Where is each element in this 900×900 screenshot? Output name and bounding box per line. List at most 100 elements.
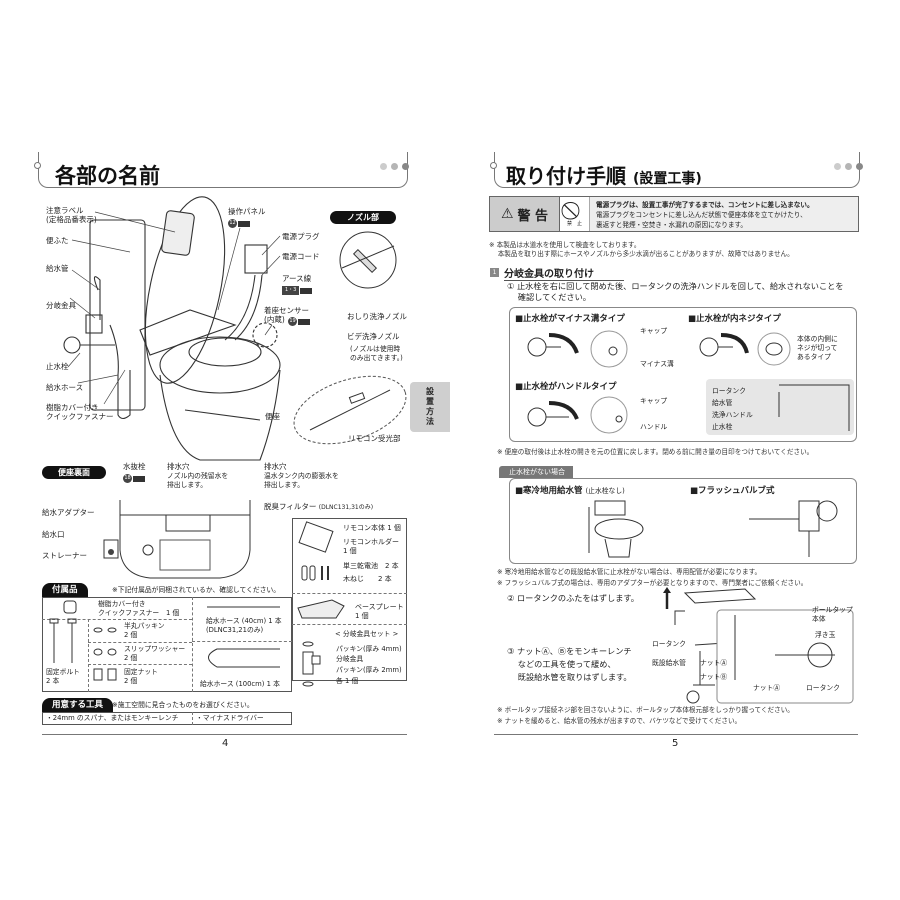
divider [292,624,407,625]
acc-fixing-nut: 固定ナット 2 個 [124,668,158,685]
type-inner-thread-title: ■止水栓が内ネジタイプ [688,314,781,324]
section-number-badge: 1 [490,268,499,277]
step3-label-nut-a: ナットⒶ [700,659,728,667]
divider [42,619,192,620]
label-water-inlet: 給水口 [42,530,65,539]
page-title: 各部の名前 [55,164,160,188]
final-note-2: ※ ナットを緩めると、給水管の残水が出ますので、バケツなどで受けてください。 [497,717,742,725]
tools-table [42,712,292,725]
no-valve-note-2: ※ フラッシュバルブ式の場合は、専用のアダプターが必要となりますので、専門業者に… [497,579,808,587]
page-number: 4 [222,738,229,749]
type-slotted-title: ■止水栓がマイナス溝タイプ [515,314,625,324]
tools-title: 用意する工具 [42,698,114,712]
branch-item-packing-2: パッキン(厚み 2mm) [336,666,402,674]
label-remote-receiver: リモコン受光部 [348,434,401,443]
acc-slip-washer: スリップワッシャー 2 個 [124,645,186,662]
tank-label-supply-pipe: 給水管 [712,399,733,407]
remote-item-screws: 木ねじ 2 本 [343,575,392,583]
label-drain-plug: 水抜栓 [123,462,146,471]
detail-label-float: 浮き玉 [815,631,836,639]
label-control-panel: 操作パネル [228,207,266,216]
label-seat: 便座 [265,412,280,421]
title-frame [38,152,408,188]
cold-region-title: ■寒冷地用給水管 (止水栓なし) [515,486,625,496]
remote-illustration [298,521,334,581]
acc-hose-40: 給水ホース (40cm) 1 本 (DLNC31,21のみ) [206,617,282,634]
page-number: 5 [672,738,679,749]
accessory-icons [49,600,280,681]
underside-section-title: 便座裏面 [42,466,106,479]
no-valve-tab: 止水栓がない場合 [499,466,573,478]
branch-item-count: 各 1 個 [336,677,359,685]
no-valve-note-1: ※ 寒冷地用給水管などの既設給水管に止水栓がない場合は、専用配管が必要になります… [497,568,762,576]
tool-screwdriver: ・マイナスドライバー [196,714,264,722]
step-3: ③ ナットⒶ、Ⓑをモンキーレンチ などの工具を使って緩め、 既設給水管を取りはず… [507,646,632,682]
label-water-adapter: 給水アダプター [42,508,95,517]
accessories-title: 付属品 [42,583,88,597]
label-power-cord: 電源コード [282,252,320,261]
warning-box: ⚠警 告 ⃠禁 止 電源プラグは、設置工事が完了するまでは、コンセントに差し込ま… [489,196,859,232]
flush-valve-title: ■フラッシュバルブ式 [690,486,775,496]
divider [88,664,192,665]
branch-item-packing-4: パッキン(厚み 4mm) [336,645,402,653]
title-ring-icon [490,162,497,169]
underside-illustration [103,500,251,579]
label-quick-fastener: 樹脂カバー付き クイックファスナー [46,403,114,421]
branch-set-title: < 分岐金具セット > [335,630,399,638]
inspection-notice: ※ 本製品は水道水を使用して検査をしております。 本製品を取り出す際にホースやノ… [489,241,794,258]
detail-label-nut-a: ナットⒶ [753,684,781,692]
base-plate-illustration [297,599,345,619]
left-page: 各部の名前 [34,152,450,749]
tank-removal-illustration [663,587,854,704]
type-handle-title: ■止水栓がハンドルタイプ [515,382,617,392]
label-drain-hole-1: 排水穴 [167,462,190,471]
header-dots-icon [380,163,409,170]
label-inner-thread-desc: 本体の内側に ネジが切って あるタイプ [797,335,838,361]
accessories-table [42,597,292,692]
title-frame [494,152,860,188]
step3-label-existing-pipe: 既設給水管 [652,659,686,667]
step3-label-nut-b: ナットⒷ [700,673,728,681]
title-ring-icon [34,162,41,169]
valve-types-box [509,307,857,442]
branch-fitting-illustration [302,641,321,687]
remote-item-batteries: 単三乾電池 2 本 [343,562,399,570]
final-note-1: ※ ボールタップ接続ネジ部を回さないように、ボールタップ本体根元部をしっかり握っ… [497,706,794,714]
branch-item-fitting: 分岐金具 [336,655,364,663]
accessories-note: ※下記付属品が同梱されているか、確認してください。 [112,586,281,594]
valve-illustrations [527,330,854,435]
ref-badge-panel: 12 [228,219,250,228]
footer-divider [494,734,858,735]
label-drain-hole-1-desc: ノズル内の残留水を 排出します。 [167,472,229,489]
step-2: ② ロータンクのふたをはずします。 [507,593,639,603]
divider [88,642,192,643]
warning-triangle-icon: ⚠ [500,206,514,222]
nozzle-illustration [339,231,397,289]
acc-fixing-bolt: 固定ボルト 2 本 [46,668,80,685]
side-tab-install-method[interactable]: 設置方法 [410,382,450,432]
label-drain-hole-2-desc: 温水タンク内の膨張水を 排出します。 [264,472,339,489]
divider [88,619,89,692]
label-stop-valve: 止水栓 [46,362,69,371]
detail-label-low-tank: ロータンク [806,684,840,692]
divider [192,641,292,642]
label-supply-pipe: 給水管 [46,264,69,273]
header-dots-icon [834,163,863,170]
detail-label-ball-tap: ボールタップ 本体 [812,606,853,623]
no-valve-illustrations [588,500,838,558]
warning-text: 電源プラグは、設置工事が完了するまでは、コンセントに差し込まない。電源プラグをコ… [590,197,858,231]
label-handle: ハンドル [640,423,668,431]
page-title: 取り付け手順 (設置工事) [506,164,702,188]
tank-label-flush-handle: 洗浄ハンドル [712,411,753,419]
ref-badge-drain: 18 [123,474,145,483]
label-seat-sensor: 着座センサー (内蔵) [264,306,309,324]
remote-accessories-box [292,518,407,681]
acc-half-packing: 半丸パッキン 2 個 [124,622,165,639]
base-plate-label: ベースプレート 1 個 [355,603,404,620]
label-power-plug: 電源プラグ [282,232,320,241]
step3-label-low-tank: ロータンク [652,640,686,648]
label-nozzle-note: (ノズルは使用時 のみ出てきます。) [350,345,403,362]
label-cap-1: キャップ [640,327,668,335]
right-page: 取り付け手順 (設置工事) [450,0,900,900]
section-title: 分岐金具の取り付け [504,265,624,281]
